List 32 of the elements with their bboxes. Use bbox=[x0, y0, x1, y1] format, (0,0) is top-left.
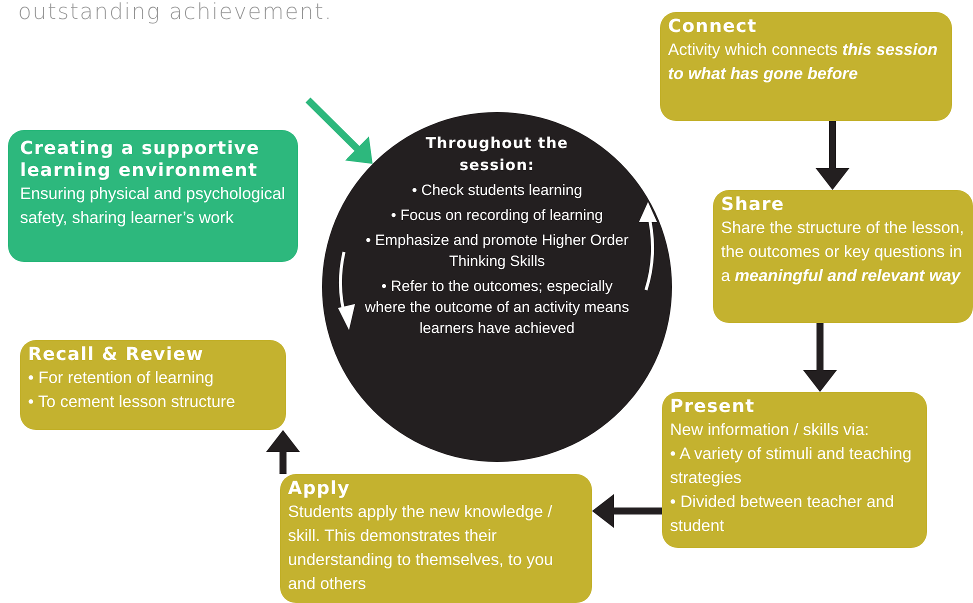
node-body-text: • Divided between teacher and student bbox=[670, 492, 896, 537]
process-box bbox=[713, 190, 973, 323]
bullet-text: • Check students learning bbox=[410, 181, 584, 201]
process-box bbox=[8, 130, 298, 262]
process-box bbox=[662, 392, 927, 548]
node-heading: Present bbox=[670, 396, 756, 418]
process-box bbox=[20, 340, 286, 430]
node-body-text: • For retention of learning bbox=[28, 368, 215, 389]
node-heading: Recall & Review bbox=[28, 344, 205, 366]
node-body-text: Activity which connects this session to what has gone before bbox=[668, 40, 939, 85]
process-box bbox=[660, 12, 952, 121]
node-body-text: Ensuring physical and psychological safety, sharing learner’s work bbox=[20, 184, 286, 229]
node-body-text: Students apply the new knowledge / skill. This demonstrates their understanding to themselves, to you and others bbox=[288, 502, 554, 595]
process-box bbox=[280, 474, 592, 603]
heading-fragment-text: outstanding achievement. bbox=[18, 0, 332, 26]
node-heading: Apply bbox=[288, 478, 352, 500]
node-body-text: Share the structure of the lesson, the outcomes or key questions in a meaningful and relevant way bbox=[721, 218, 965, 287]
bullet-text: • Emphasize and promote Higher Order Thinking Skills bbox=[364, 231, 630, 272]
node-body-text: • To cement lesson structure bbox=[28, 392, 236, 413]
bullet-text: • Refer to the outcomes; especially where the outcome of an activity means learners have achieved bbox=[364, 277, 630, 339]
node-heading: Connect bbox=[668, 16, 758, 38]
node-heading: Share bbox=[721, 194, 786, 216]
arrow bbox=[266, 430, 300, 474]
arrow bbox=[306, 98, 376, 166]
arrow bbox=[816, 121, 850, 190]
arrow bbox=[592, 494, 662, 528]
bullet-text: • Focus on recording of learning bbox=[390, 206, 604, 226]
node-heading: Throughout the session: bbox=[424, 133, 570, 176]
node-body-text: New information / skills via: bbox=[670, 420, 870, 441]
node-heading: Creating a supportive learning environment bbox=[20, 138, 261, 182]
arrow bbox=[803, 323, 837, 392]
node-body-text: • A variety of stimuli and teaching strategies bbox=[670, 444, 912, 489]
